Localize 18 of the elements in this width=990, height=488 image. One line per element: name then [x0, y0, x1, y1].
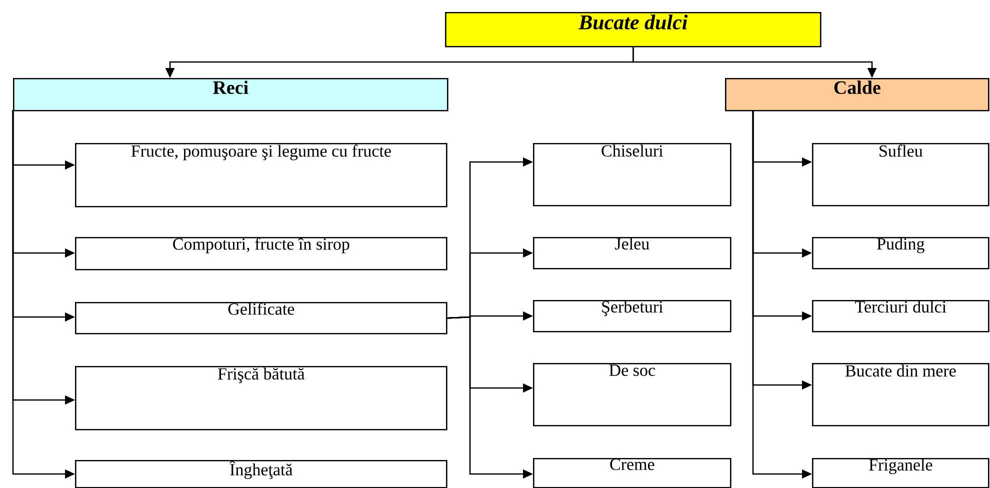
dish-box: Puding — [812, 237, 990, 270]
dish-box: Şerbeturi — [533, 300, 732, 332]
dish-box: Jeleu — [533, 237, 732, 270]
dish-box: Chiseluri — [533, 143, 732, 206]
dish-box: Terciuri dulci — [812, 300, 990, 332]
category-box: Reci — [13, 78, 448, 112]
dish-box: De soc — [533, 363, 732, 426]
dish-box: Creme — [533, 458, 732, 488]
dish-box: Bucate din mere — [812, 363, 990, 426]
dish-box: Fructe, pomuşoare şi legume cu fructe — [75, 143, 448, 208]
title-box: Bucate dulci — [445, 12, 822, 48]
category-box: Calde — [725, 78, 990, 112]
dish-box: Gelificate — [75, 302, 448, 334]
dish-box: Sufleu — [812, 143, 990, 206]
dish-box: Frişcă bătută — [75, 366, 448, 430]
dish-box: Friganele — [812, 458, 990, 488]
dish-box: Îngheţată — [75, 460, 448, 488]
dish-box: Compoturi, fructe în sirop — [75, 237, 448, 270]
